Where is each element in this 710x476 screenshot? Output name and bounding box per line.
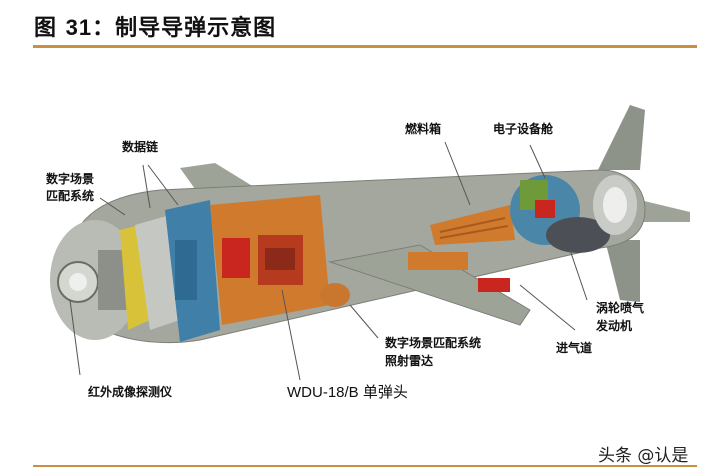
turbojet-engine — [546, 217, 610, 253]
radar-blister — [320, 283, 350, 307]
label-dsmac-radar-line2: 照射雷达 — [385, 354, 434, 368]
figure-prefix: 图 — [34, 16, 66, 41]
tail-top-fin — [598, 105, 645, 170]
figure-title: 图 31：制导导弹示意图 — [34, 10, 276, 42]
leader-lines — [69, 141, 588, 381]
main-wing — [328, 244, 531, 326]
label-data-link: 数据链 — [122, 140, 159, 154]
header-divider — [33, 45, 697, 48]
label-turbojet-line1: 涡轮喷气 — [596, 301, 645, 315]
tail-right-fin — [640, 200, 690, 222]
label-dsmac-radar-line1: 数字场景匹配系统 — [385, 336, 482, 350]
label-fuel-tank: 燃料箱 — [405, 122, 442, 136]
label-dsmac-line2: 匹配系统 — [46, 189, 95, 203]
figure-number: 31 — [65, 15, 93, 40]
source-watermark: 头条 @认是 — [598, 446, 689, 466]
label-air-intake: 进气道 — [556, 341, 593, 355]
footer-divider — [33, 465, 697, 467]
label-warhead: WDU-18/B 单弹头 — [287, 384, 408, 401]
tail-bottom-fin — [605, 240, 640, 302]
label-turbojet-line2: 发动机 — [596, 319, 633, 333]
label-electronics-bay: 电子设备舱 — [493, 122, 554, 136]
label-dsmac-line1: 数字场景 — [46, 172, 95, 186]
figure-caption: ：制导导弹示意图 — [92, 16, 277, 41]
label-ir-seeker: 红外成像探测仪 — [88, 385, 173, 399]
